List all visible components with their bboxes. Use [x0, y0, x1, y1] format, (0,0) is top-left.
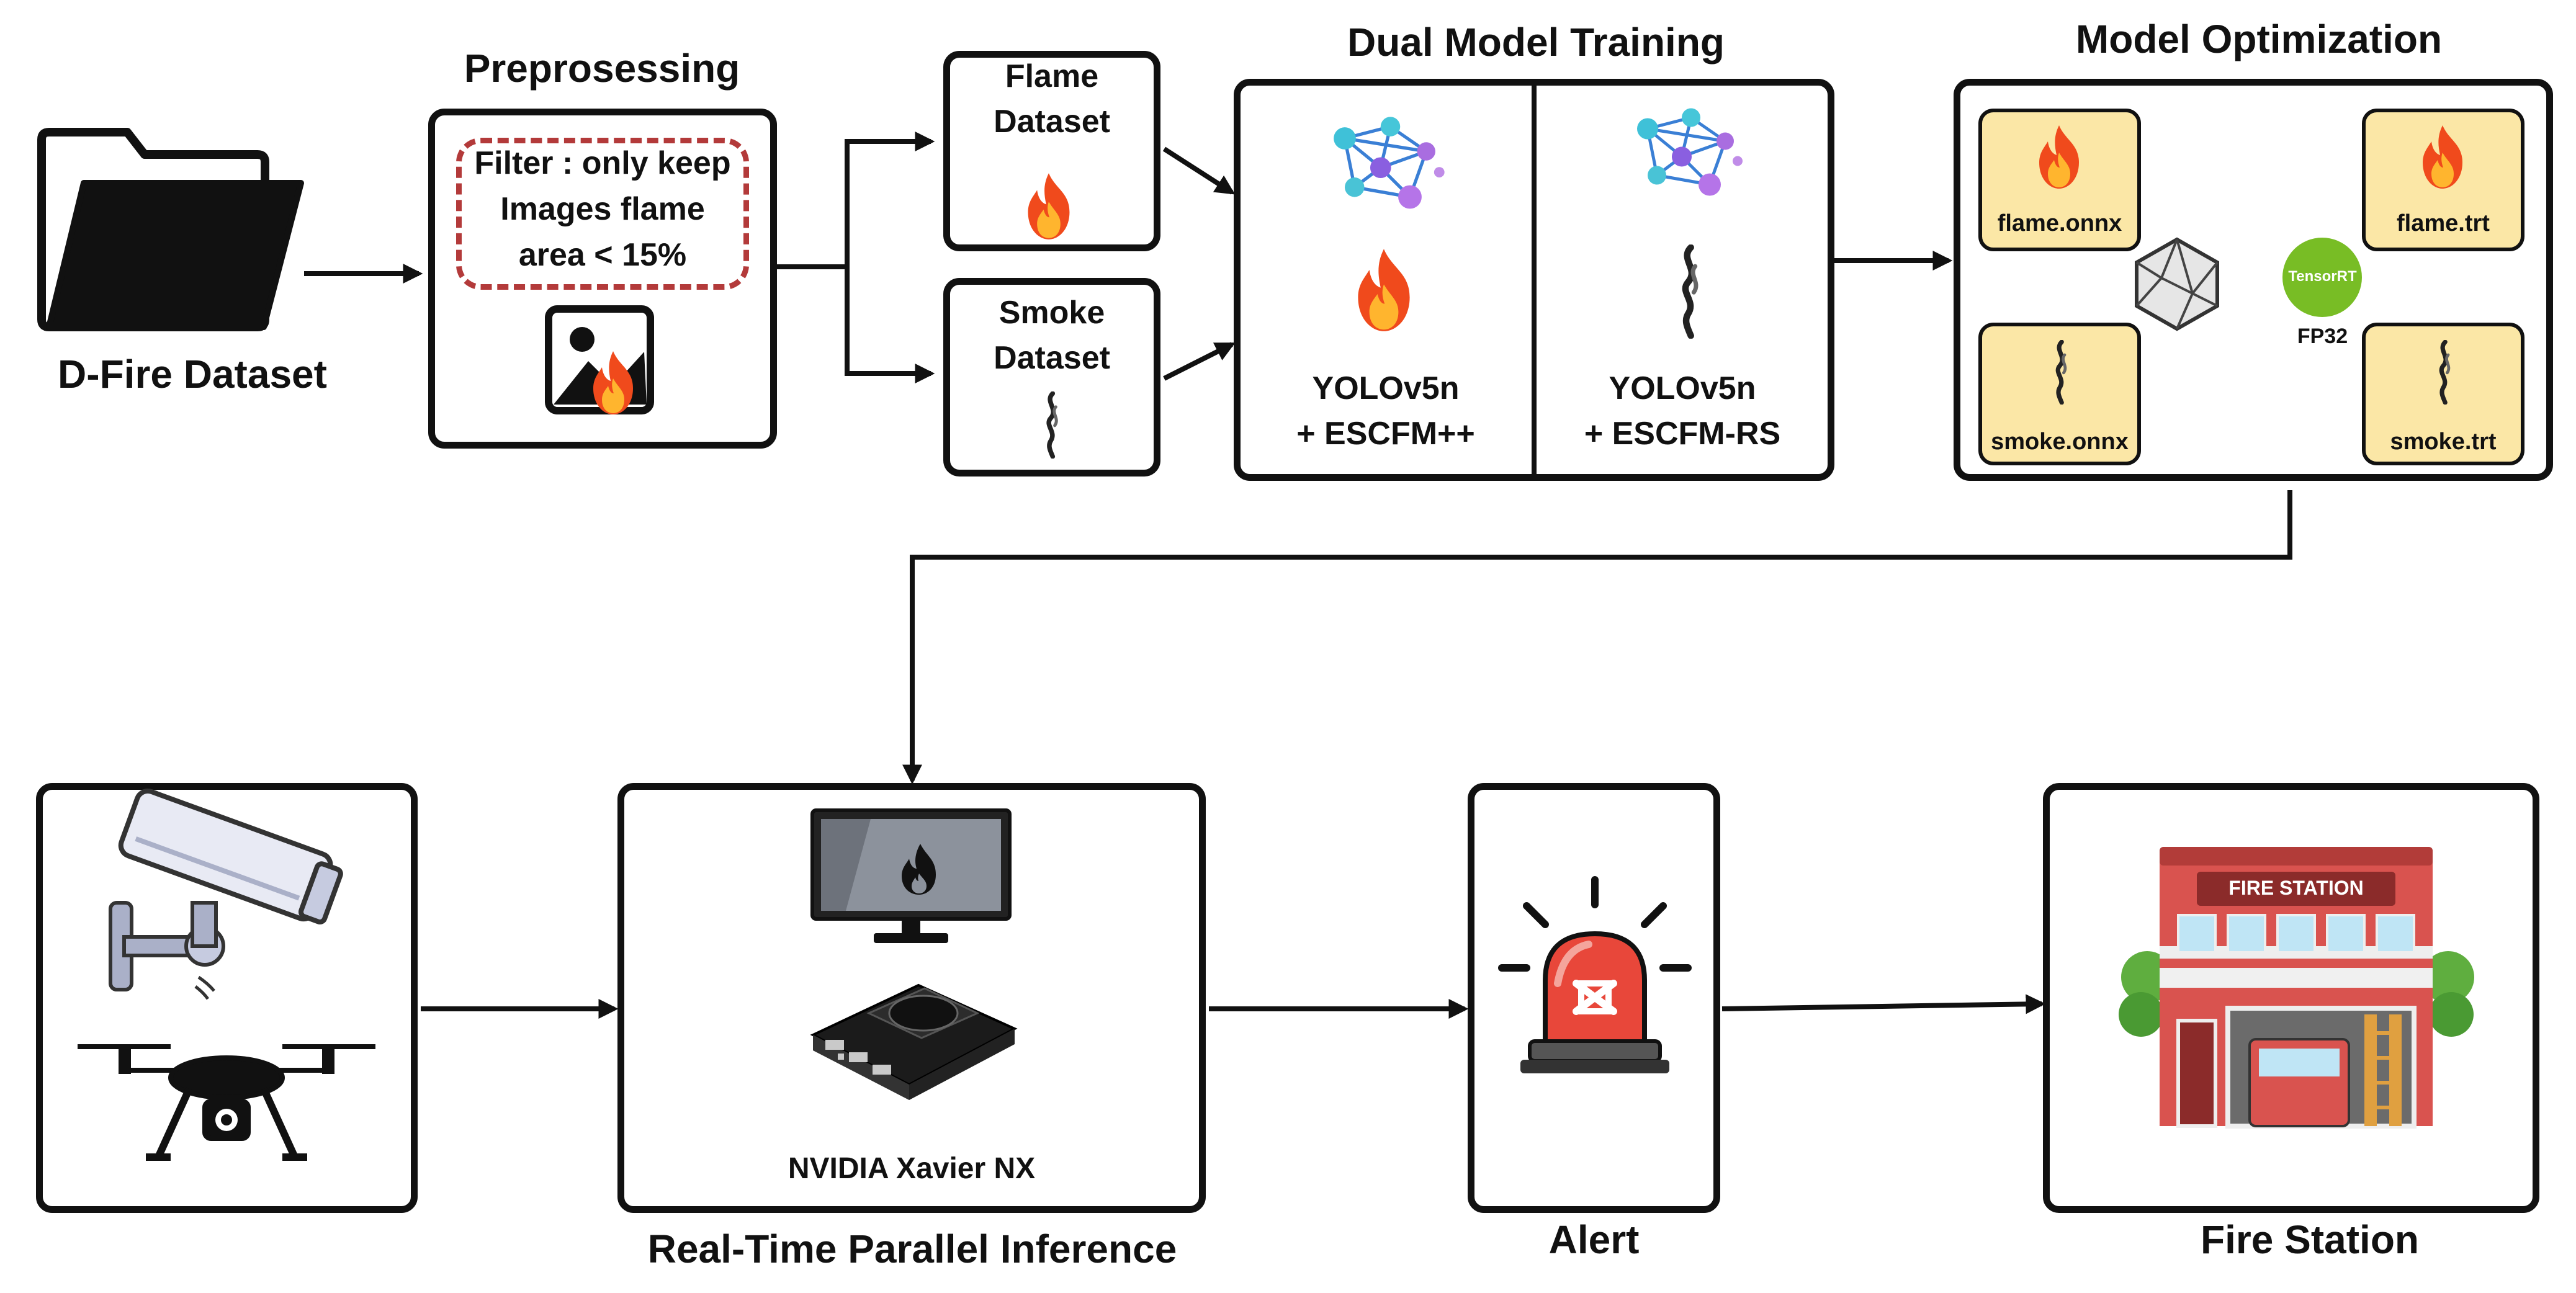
neural-network-icon — [1623, 102, 1747, 205]
flame-dataset-line-2: Dataset — [994, 104, 1110, 140]
device-label: NVIDIA Xavier NX — [788, 1152, 1036, 1185]
fire-station-sign: FIRE STATION — [2228, 877, 2364, 899]
jetson-board-icon — [810, 983, 1018, 1100]
smoke-icon — [2045, 338, 2075, 406]
dfire-dataset-label: D-Fire Dataset — [58, 352, 327, 396]
tensorrt-icon — [2282, 238, 2362, 317]
smoke-icon — [1035, 391, 1066, 459]
preprocessing-title: Preprosessing — [464, 46, 740, 91]
folder-icon — [37, 128, 304, 331]
tensorrt-label: TensorRT — [2288, 268, 2357, 285]
right-model-line-1: YOLOv5n — [1609, 370, 1756, 406]
smoke-dataset-line-1: Smoke — [999, 295, 1105, 331]
left-model-line-1: YOLOv5n — [1312, 370, 1460, 406]
flame-icon — [1028, 173, 1070, 239]
dual-training-title: Dual Model Training — [1347, 20, 1725, 65]
filter-line-2: Images flame — [500, 191, 705, 227]
smoke-dataset-line-2: Dataset — [994, 340, 1110, 376]
precision-label: FP32 — [2297, 324, 2348, 348]
drone-icon — [78, 1044, 375, 1161]
filter-line-3: area < 15% — [518, 237, 687, 273]
left-model-line-2: + ESCFM++ — [1296, 416, 1475, 452]
smoke-icon — [2428, 338, 2458, 406]
filter-criteria-box — [456, 138, 749, 290]
flame-icon — [1358, 249, 1410, 331]
onnx-icon — [2135, 237, 2219, 331]
smoke-onnx-label: smoke.onnx — [1991, 429, 2129, 455]
smoke-dataset-box — [943, 278, 1160, 476]
neural-network-icon — [1319, 112, 1449, 217]
inference-title: Real-Time Parallel Inference — [647, 1227, 1177, 1271]
image-icon — [545, 305, 654, 414]
filter-line-1: Filter : only keep — [474, 145, 731, 181]
siren-icon — [1498, 876, 1692, 1073]
cctv-camera-icon — [109, 788, 343, 1000]
flame-onnx-label: flame.onnx — [1997, 210, 2122, 236]
flame-trt-label: flame.trt — [2397, 210, 2490, 236]
smoke-trt-label: smoke.trt — [2390, 429, 2497, 455]
fire-station-title: Fire Station — [2200, 1217, 2420, 1262]
fire-station-icon — [2119, 847, 2474, 1129]
dual-training-divider — [1532, 86, 1537, 474]
optimization-title: Model Optimization — [2075, 17, 2443, 61]
smoke-icon — [1666, 242, 1710, 341]
right-model-line-2: + ESCFM-RS — [1584, 416, 1781, 452]
flame-icon — [2423, 125, 2462, 189]
alert-title: Alert — [1548, 1217, 1640, 1262]
monitor-icon — [810, 808, 1012, 943]
flame-dataset-line-1: Flame — [1005, 58, 1099, 94]
flame-icon — [2039, 125, 2079, 189]
